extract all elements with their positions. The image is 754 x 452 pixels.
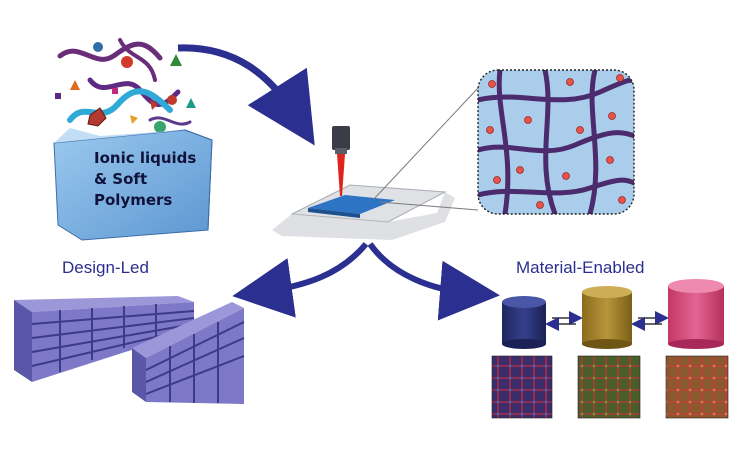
texture-orange (665, 355, 729, 419)
lattice-structure-right (132, 302, 245, 404)
cylinder-gold (582, 286, 632, 349)
arrow-to-material (367, 242, 500, 321)
materials-box-text: Ionic liquids & Soft Polymers (94, 148, 202, 211)
material-enabled-label: Material-Enabled (516, 258, 645, 277)
box-text-line-2: & Soft (94, 170, 148, 188)
molecule-confetti (55, 38, 196, 133)
box-text-line-3: Polymers (94, 191, 173, 209)
box-text-line-1: Ionic liquids (94, 149, 197, 167)
design-led-label: Design-Led (62, 258, 149, 277)
materials-box (53, 128, 213, 241)
zoom-lines (372, 87, 479, 211)
texture-blue (491, 355, 553, 419)
arrow-to-printer (177, 44, 315, 146)
switch-arrows-1 (545, 311, 583, 331)
cylinder-blue (502, 296, 546, 349)
polymer-network-inset (477, 69, 635, 215)
switch-arrows-2 (631, 311, 669, 331)
cylinder-pink (668, 279, 724, 349)
arrow-to-design (232, 242, 369, 318)
printer-stage (272, 184, 455, 240)
print-head (332, 126, 350, 196)
texture-green (577, 355, 641, 419)
